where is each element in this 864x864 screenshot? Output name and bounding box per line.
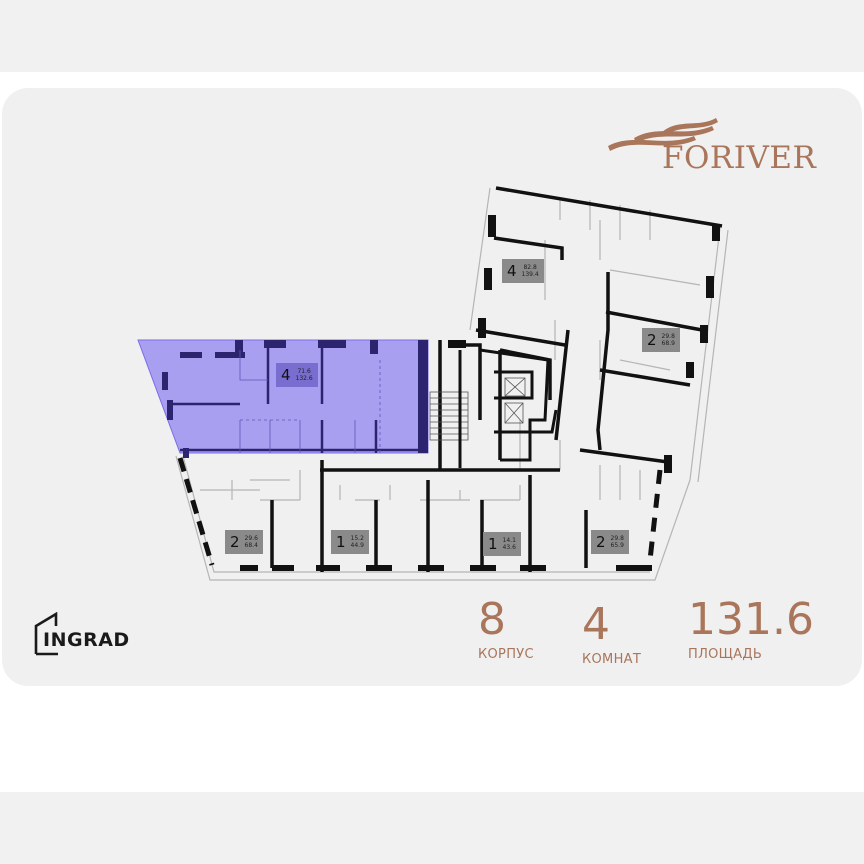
ingrad-logo-text: INGRAD — [43, 629, 130, 651]
apartment-rooms: 2 — [647, 331, 657, 349]
top-band — [0, 0, 864, 72]
apartment-total-area: 139.4 — [521, 271, 539, 278]
apartment-rooms: 1 — [488, 535, 498, 553]
apartment-rooms: 4 — [507, 262, 517, 280]
apartment-total-area: 44.9 — [350, 542, 364, 549]
apartment-living-area: 82.8 — [523, 264, 537, 271]
apartment-rooms: 1 — [336, 533, 346, 551]
stat-area: 131.6 ПЛОЩАДЬ — [688, 594, 814, 663]
area-label: ПЛОЩАДЬ — [688, 647, 763, 662]
area-number: 131.6 — [688, 594, 814, 645]
apartment-living-area: 71.6 — [297, 368, 311, 375]
apartment-total-area: 68.9 — [661, 340, 675, 347]
building-number: 8 — [478, 594, 506, 645]
stat-rooms: 4 КОМНАТ — [582, 599, 642, 668]
apartment-rooms: 2 — [230, 533, 240, 551]
foriver-waves-icon — [608, 118, 718, 151]
apartment-living-area: 29.6 — [244, 535, 258, 542]
apartment-total-area: 43.6 — [502, 544, 516, 551]
apartment-living-area: 15.2 — [350, 535, 364, 542]
bottom-band — [0, 792, 864, 864]
apartment-living-area: 29.8 — [661, 333, 675, 340]
apartment-total-area: 68.4 — [244, 542, 258, 549]
rooms-label: КОМНАТ — [582, 652, 642, 667]
ingrad-house-icon — [34, 612, 58, 656]
rooms-number: 4 — [582, 599, 610, 650]
apartment-total-area: 65.9 — [610, 542, 624, 549]
apartment-living-area: 14.1 — [502, 537, 516, 544]
floor-plan-card — [2, 88, 862, 686]
foriver-logo-text: FORIVER — [662, 140, 817, 176]
stat-building: 8 КОРПУС — [478, 594, 534, 663]
apartment-rooms: 4 — [281, 366, 291, 384]
apartment-total-area: 132.6 — [295, 375, 313, 382]
apartment-living-area: 29.8 — [610, 535, 624, 542]
apartment-rooms: 2 — [596, 533, 606, 551]
building-label: КОРПУС — [478, 647, 534, 662]
